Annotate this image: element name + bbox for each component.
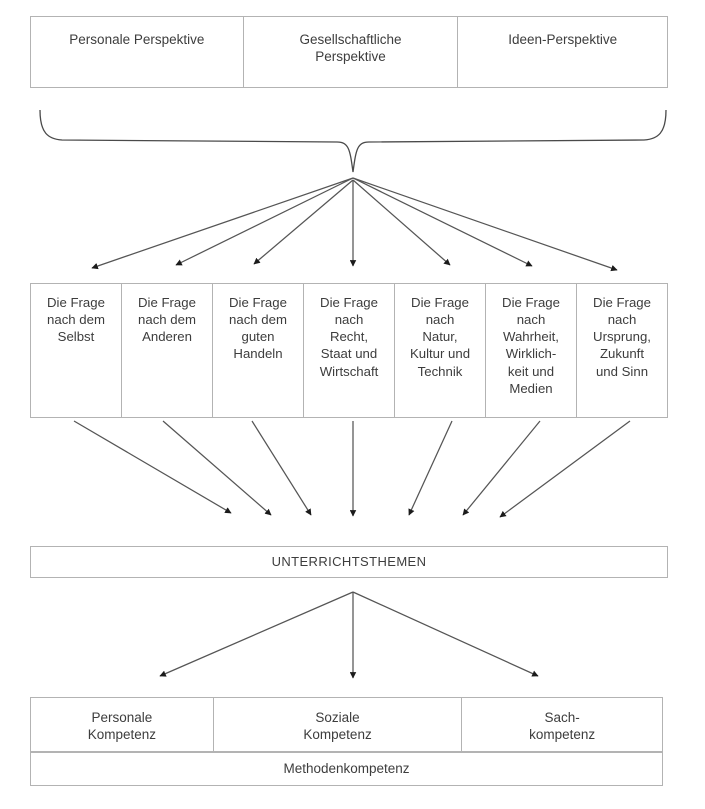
competence-arrow-left: [159, 591, 354, 677]
fanout-arrow-6: [352, 177, 533, 267]
fanout-arrow-7: [352, 177, 618, 272]
themes-label: UNTERRICHTSTHEMEN: [271, 553, 427, 569]
fanout-arrow-3: [253, 179, 354, 265]
method-competence-label: Methodenkompetenz: [283, 761, 410, 777]
curly-brace: [39, 109, 667, 173]
perspective-cell-ideen: Ideen-Perspektive: [508, 32, 618, 47]
converge-arrow-7: [499, 420, 631, 518]
method-row: Methodenkompetenz: [30, 752, 663, 786]
fanout-arrow-1: [91, 177, 354, 270]
converge-arrow-2: [162, 420, 272, 516]
fanout-arrow-5: [352, 179, 451, 266]
converge-arrow-1: [73, 420, 232, 514]
themes-row: UNTERRICHTSTHEMEN: [30, 546, 668, 578]
fanout-arrow-2: [175, 177, 354, 266]
competence-cell-sach: Sach-kompetenz: [529, 710, 596, 743]
converge-arrow-5: [408, 420, 453, 516]
converge-arrow-6: [462, 420, 541, 516]
competence-arrow-right: [352, 591, 539, 677]
converge-arrow-3: [251, 420, 312, 516]
perspective-cell-personale: Personale Perspektive: [31, 17, 244, 87]
